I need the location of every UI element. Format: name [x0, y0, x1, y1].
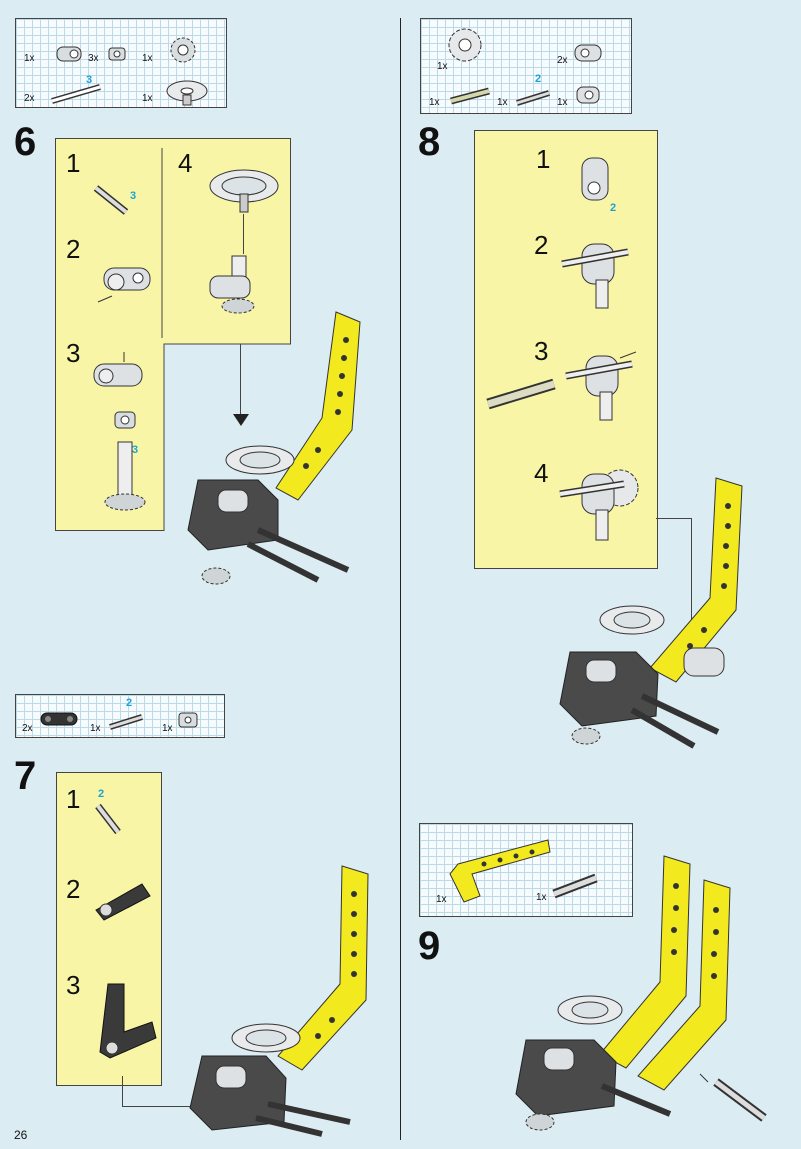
step6-model — [187, 311, 361, 585]
part-qty: 2x — [22, 723, 33, 734]
part-qty: 1x — [90, 723, 101, 734]
bent-beam-icon — [99, 983, 157, 1059]
part-qty: 1x — [497, 97, 508, 108]
part-qty: 2x — [557, 55, 568, 66]
part-count: 3 — [130, 190, 137, 202]
gear-icon — [170, 37, 196, 63]
callout-step6 — [55, 138, 291, 531]
axle-icon — [450, 87, 490, 105]
sub-step-number: 2 — [66, 874, 81, 904]
part-qty: 1x — [557, 97, 568, 108]
part-qty: 1x — [437, 61, 448, 72]
parts-box-step6: 1x 3x 1x 2x 3 1x — [15, 18, 227, 108]
step-number: 8 — [418, 120, 441, 164]
pin-icon — [109, 714, 143, 730]
part-count: 2 — [98, 788, 105, 800]
page-divider — [400, 18, 401, 1140]
connector-icon — [97, 267, 151, 303]
step7-model — [189, 865, 369, 1137]
connector-with-pin-icon — [565, 351, 637, 421]
part-count: 3 — [132, 444, 139, 456]
connector-icon — [576, 86, 600, 104]
axle-with-gear-icon — [104, 441, 146, 511]
sub-step-number: 4 — [178, 148, 193, 178]
parts-box-step7: 2x 1x 2 1x — [15, 694, 225, 738]
pin-icon — [552, 873, 598, 899]
pin-icon — [93, 185, 129, 215]
step8-model — [559, 477, 743, 749]
gear-icon — [448, 28, 482, 62]
bush-icon — [108, 47, 126, 61]
sub-step-number: 3 — [66, 338, 81, 368]
part-qty: 1x — [142, 93, 153, 104]
part-count: 2 — [535, 73, 542, 85]
steering-wheel-icon — [166, 80, 208, 106]
parts-box-step9: 1x 1x — [419, 823, 633, 917]
connector-icon — [581, 157, 609, 201]
connector-icon — [93, 352, 143, 387]
axle-icon — [486, 378, 556, 410]
part-qty: 2x — [24, 93, 35, 104]
part-qty: 1x — [162, 723, 173, 734]
connector-icon — [574, 44, 602, 62]
part-qty: 3x — [88, 53, 99, 64]
part-qty: 1x — [24, 53, 35, 64]
sub-step-number: 3 — [66, 970, 81, 1000]
pin-icon — [95, 803, 121, 835]
page-number: 26 — [14, 1128, 28, 1142]
sub-step-number: 4 — [534, 458, 549, 488]
steering-wheel-icon — [209, 169, 279, 213]
step-number: 6 — [14, 120, 37, 164]
step9-model — [515, 855, 767, 1131]
part-qty: 1x — [536, 892, 547, 903]
part-qty: 1x — [436, 894, 447, 905]
step-number: 9 — [418, 924, 441, 968]
part-count: 2 — [126, 697, 133, 709]
steering-column-assembly — [209, 255, 255, 314]
part-qty: 1x — [429, 97, 440, 108]
part-count: 3 — [86, 74, 93, 86]
sub-step-number: 1 — [66, 148, 81, 178]
bent-beam-icon — [449, 839, 551, 903]
connector-with-pin-icon — [561, 243, 629, 309]
part-count: 2 — [610, 202, 617, 214]
pin-icon — [516, 90, 550, 106]
step-number: 7 — [14, 754, 37, 798]
part-qty: 1x — [142, 53, 153, 64]
parts-box-step8: 1x 2x 1x 1x 2 1x — [420, 18, 632, 114]
bush-icon — [178, 712, 198, 728]
sub-step-number: 2 — [534, 230, 549, 260]
axle-icon — [51, 84, 101, 104]
connector-with-gear-icon — [559, 469, 639, 541]
sub-step-number: 2 — [66, 234, 81, 264]
connector-icon — [56, 46, 82, 62]
bush-icon — [114, 411, 136, 429]
beam-icon — [95, 883, 151, 921]
sub-step-number: 1 — [536, 144, 551, 174]
beam-icon — [40, 712, 78, 726]
arrow-icon — [233, 414, 249, 426]
sub-step-number: 1 — [66, 784, 81, 814]
sub-step-number: 3 — [534, 336, 549, 366]
